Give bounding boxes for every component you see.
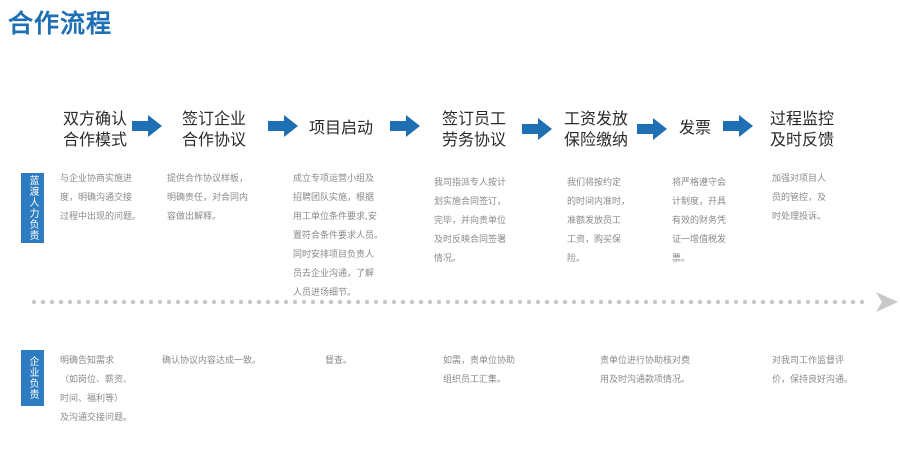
right-arrow-icon (637, 118, 667, 140)
lanyu-desc-step-4: 我司指派专人按计 划实施合同签订， 完毕，并向责单位 及时反映合同签署 情况。 (434, 178, 507, 264)
right-arrow-icon (723, 115, 753, 137)
lane-label-lanyu: 蓝渡人力负责 (21, 173, 44, 243)
right-arrow-icon (132, 115, 162, 137)
lane-label-qiye: 企业负责 (21, 350, 44, 406)
lanyu-desc-step-3: 成立专项运营小组及 招聘团队实施，根据 用工单位条件要求,安 置符合条件要求人员… (293, 174, 384, 298)
step-title-sign-labor-agreement: 签订员工 劳务协议 (441, 109, 506, 149)
step-title-salary-insurance: 工资发放 保险缴纳 (563, 109, 628, 149)
qiye-desc-step-4: 如需，责单位协助 组织员工汇集。 (443, 356, 516, 385)
lanyu-desc-step-2: 提供合作协议样板， 明确责任，对合同内 容做出解释。 (167, 174, 249, 222)
qiye-desc-step-5: 责单位进行协助核对费 用及时沟通款项情况。 (600, 356, 691, 385)
qiye-desc-step-3: 督查。 (325, 356, 353, 366)
step-title-project-start: 项目启动 (308, 118, 373, 137)
step-title-sign-enterprise-agreement: 签订企业 合作协议 (181, 109, 246, 149)
qiye-desc-step-1: 明确告知需求 （如岗位、薪资、 时间、福利等） 及沟通交接问题。 (60, 356, 133, 423)
lanyu-desc-step-5: 我们将按约定 的时间内准时， 准额发放员工 工资，购买保 险。 (567, 178, 631, 264)
right-arrow-icon (268, 115, 298, 137)
lanyu-desc-step-6: 将严格遵守会 计制度，开具 有效的财务凭 证一增值税发 票。 (672, 178, 727, 264)
dotted-arrow-icon (31, 292, 898, 312)
lanyu-desc-step-7: 加强对项目人 员的管控，及 时处理投诉。 (772, 174, 827, 222)
qiye-desc-step-2: 确认协议内容达成一致。 (162, 356, 262, 366)
step-title-monitoring-feedback: 过程监控 及时反馈 (769, 109, 834, 149)
right-arrow-icon (390, 115, 420, 137)
step-title-confirm-mode: 双方确认 合作模式 (62, 109, 127, 149)
step-title-invoice: 发票 (678, 118, 711, 137)
right-arrow-icon (522, 118, 552, 140)
lanyu-desc-step-1: 与企业协商实施进 度，明确沟通交接 过程中出现的问题。 (60, 174, 142, 222)
qiye-desc-step-7: 对我司工作监督评 价，保持良好沟通。 (772, 356, 854, 385)
page-title: 合作流程 (8, 9, 113, 38)
